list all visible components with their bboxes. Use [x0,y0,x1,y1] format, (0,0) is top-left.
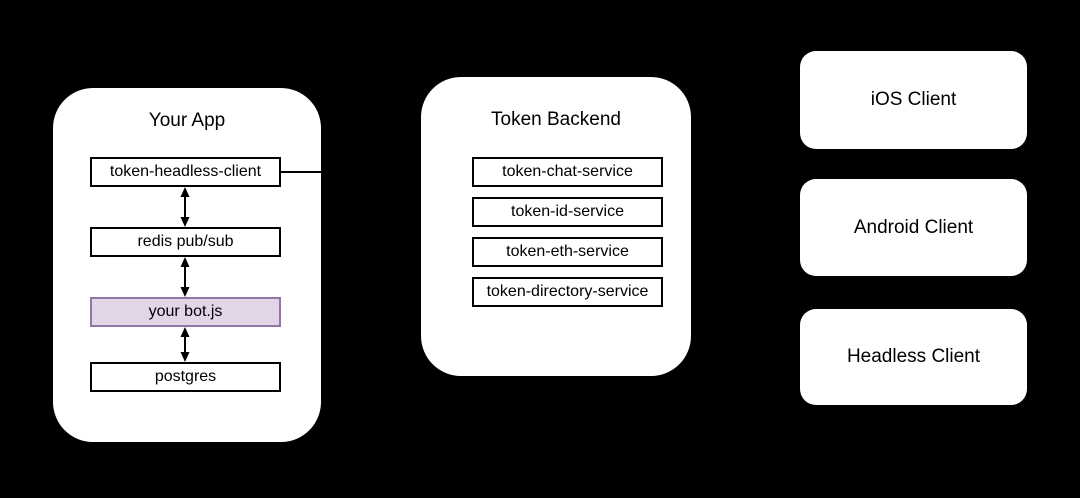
node-token-eth-service: token-eth-service [472,237,663,267]
token-backend-container: Token Backend token-chat-service token-i… [421,77,691,376]
token-backend-title: Token Backend [491,109,621,130]
node-token-id-service: token-id-service [472,197,663,227]
node-token-headless-client: token-headless-client [90,157,281,187]
node-postgres: postgres [90,362,281,392]
node-your-bot-js: your bot.js [90,297,281,327]
double-arrow-icon [180,257,190,297]
double-arrow-icon [180,187,190,227]
your-app-container: Your App token-headless-client redis pub… [53,88,321,442]
connector-line [281,171,321,173]
double-arrow-icon [180,327,190,362]
node-token-chat-service: token-chat-service [472,157,663,187]
headless-client-box: Headless Client [800,309,1027,405]
android-client-box: Android Client [800,179,1027,276]
node-token-directory-service: token-directory-service [472,277,663,307]
your-app-title: Your App [148,110,226,131]
ios-client-box: iOS Client [800,51,1027,149]
node-redis-pubsub: redis pub/sub [90,227,281,257]
